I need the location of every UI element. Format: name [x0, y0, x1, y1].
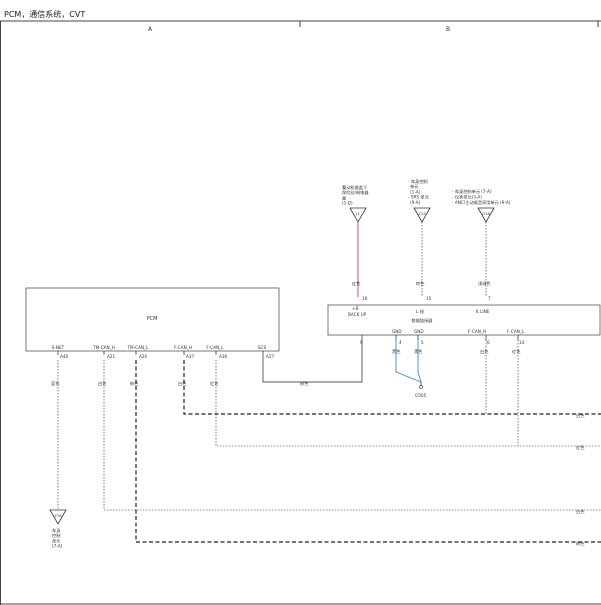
wire-label-gnd5: 黑色 — [414, 348, 423, 355]
pcm-pin-name: SCS — [258, 345, 267, 350]
wire-label-tmcanl: 粉色 — [130, 380, 139, 387]
edge-label: 白色 — [576, 508, 585, 515]
wire-fcan-h — [183, 360, 601, 415]
wire-label-light-green: 浅绿色 — [478, 280, 491, 286]
dlc-pin-number: 15 — [426, 296, 432, 301]
pcm-pin-number: A27 — [266, 354, 275, 359]
dlc-pin-number: 14 — [519, 340, 525, 345]
wire-label-dlc-fcanh: 白色 — [480, 348, 489, 355]
edge-label: 白色 — [576, 412, 585, 419]
wire-label-tmcanh: 白色 — [98, 380, 107, 387]
wire-tmcan-l — [135, 360, 601, 543]
diagram-title: PCM，通信系统，CVT — [4, 10, 86, 19]
dlc-pin-name: GND — [414, 329, 424, 334]
ref-body-control-bottom: Z76 车身控制单元(7-A) — [49, 509, 67, 549]
wire-tmcan-h — [103, 360, 601, 511]
dlc-pin-number: 16 — [362, 296, 368, 301]
dlc-pin-number: 6 — [487, 340, 490, 345]
pcm-label: PCM — [147, 316, 158, 322]
pcm-pin-name: S-NET — [52, 345, 65, 350]
ref-text-lines: - 车身控制单元(1-A)- SRS 单元(9-A) — [408, 178, 429, 205]
ref-text-lines: 发动机舱盖下保险丝/继电器盒(1-D) — [342, 184, 369, 206]
pcm-pin-number: A37 — [186, 354, 195, 359]
ref-code: G18 — [482, 211, 490, 216]
wire-fcan-l — [215, 360, 601, 447]
dlc-pin-number: 5 — [421, 340, 424, 345]
dlc-pin-number: 7 — [488, 296, 491, 301]
ground-label: G505 — [415, 393, 427, 398]
edge-label: 粉色 — [576, 540, 585, 547]
pcm-pin-scs: SCS A27 — [258, 345, 275, 359]
pcm-pin-name: F-CAN_L — [206, 345, 224, 350]
wire-gnd-5 — [417, 340, 422, 383]
zone-b-label: B — [446, 26, 450, 33]
dlc-pin-name: +B — [352, 306, 359, 311]
edge-label: 红色 — [576, 444, 585, 450]
dlc-pin-name: F-CAN_L — [507, 329, 525, 334]
ref-body-control-srs: - 车身控制单元(1-A)- SRS 单元(9-A) Z13 — [408, 178, 431, 223]
ref-code: Z13 — [418, 211, 426, 216]
pcm-pin-number: A21 — [107, 354, 116, 359]
wire-label-scs: 粉色 — [300, 380, 309, 387]
wire-label-red: 红色 — [352, 280, 361, 286]
ground-symbol — [419, 382, 423, 389]
ref-body-meter-anc: - 车身控制单元 (7-A)- 仪表单元(3-A)- ANC/主动噪音停用单元 … — [452, 188, 511, 223]
pcm-pin-fcan-h: F-CAN_H A37 — [174, 345, 195, 359]
dlc-pin-name-2: BACK UP — [348, 312, 367, 317]
pcm-pin-name: TM-CAN_H — [92, 345, 115, 350]
pcm-pin-tmcan-h: TM-CAN_H A21 — [92, 345, 115, 359]
wire-gnd-4 — [395, 340, 422, 383]
dlc-pin-name: L 线 — [416, 308, 425, 314]
pcm-pin-snet: S-NET A40 — [52, 345, 69, 359]
dlc-scs-pin: 9 — [360, 340, 363, 345]
pcm-pin-fcan-l: F-CAN_L A36 — [206, 345, 227, 359]
pcm-pin-number: A20 — [139, 354, 148, 359]
pcm-pin-number: A36 — [219, 354, 228, 359]
ref-text-lines: 车身控制单元(7-A) — [52, 527, 63, 549]
pcm-box — [25, 287, 280, 352]
ref-fuse-box: 发 发动机舱盖下保险丝/继电器盒(1-D) J2 — [342, 184, 369, 223]
dlc-pin-name: K LINE — [476, 309, 490, 314]
dlc-pin-number: 4 — [399, 340, 402, 345]
pcm-pin-tmcan-l: TM-CAN_L A20 — [126, 345, 149, 359]
dlc-pin-name: GND — [392, 329, 402, 334]
wire-scs — [262, 340, 363, 383]
dlc-label: 数据链接器 — [412, 317, 434, 324]
zone-a-label: A — [148, 26, 153, 33]
pcm-pin-number: A40 — [60, 354, 69, 359]
ref-text: 发 — [342, 184, 347, 191]
ref-code: J2 — [355, 211, 360, 216]
pcm-pin-name: F-CAN_H — [174, 345, 192, 350]
pcm-pin-name: TM-CAN_L — [126, 345, 149, 350]
wire-label-dlc-fcanl: 红色 — [512, 348, 521, 354]
wire-label-gnd4: 黑色 — [392, 348, 401, 355]
wire-label-fcanl: 红色 — [210, 380, 219, 386]
wire-label-brown: 棕色 — [416, 280, 425, 287]
wire-label-snet: 蓝色 — [51, 380, 60, 386]
wire-label-fcanh: 白色 — [178, 380, 187, 387]
ref-text-lines: - 车身控制单元 (7-A)- 仪表单元(3-A)- ANC/主动噪音停用单元 … — [452, 188, 511, 206]
ref-code: Z76 — [54, 513, 62, 518]
dlc-pin-name: F-CAN_H — [468, 329, 486, 334]
dlc-box — [327, 304, 601, 336]
